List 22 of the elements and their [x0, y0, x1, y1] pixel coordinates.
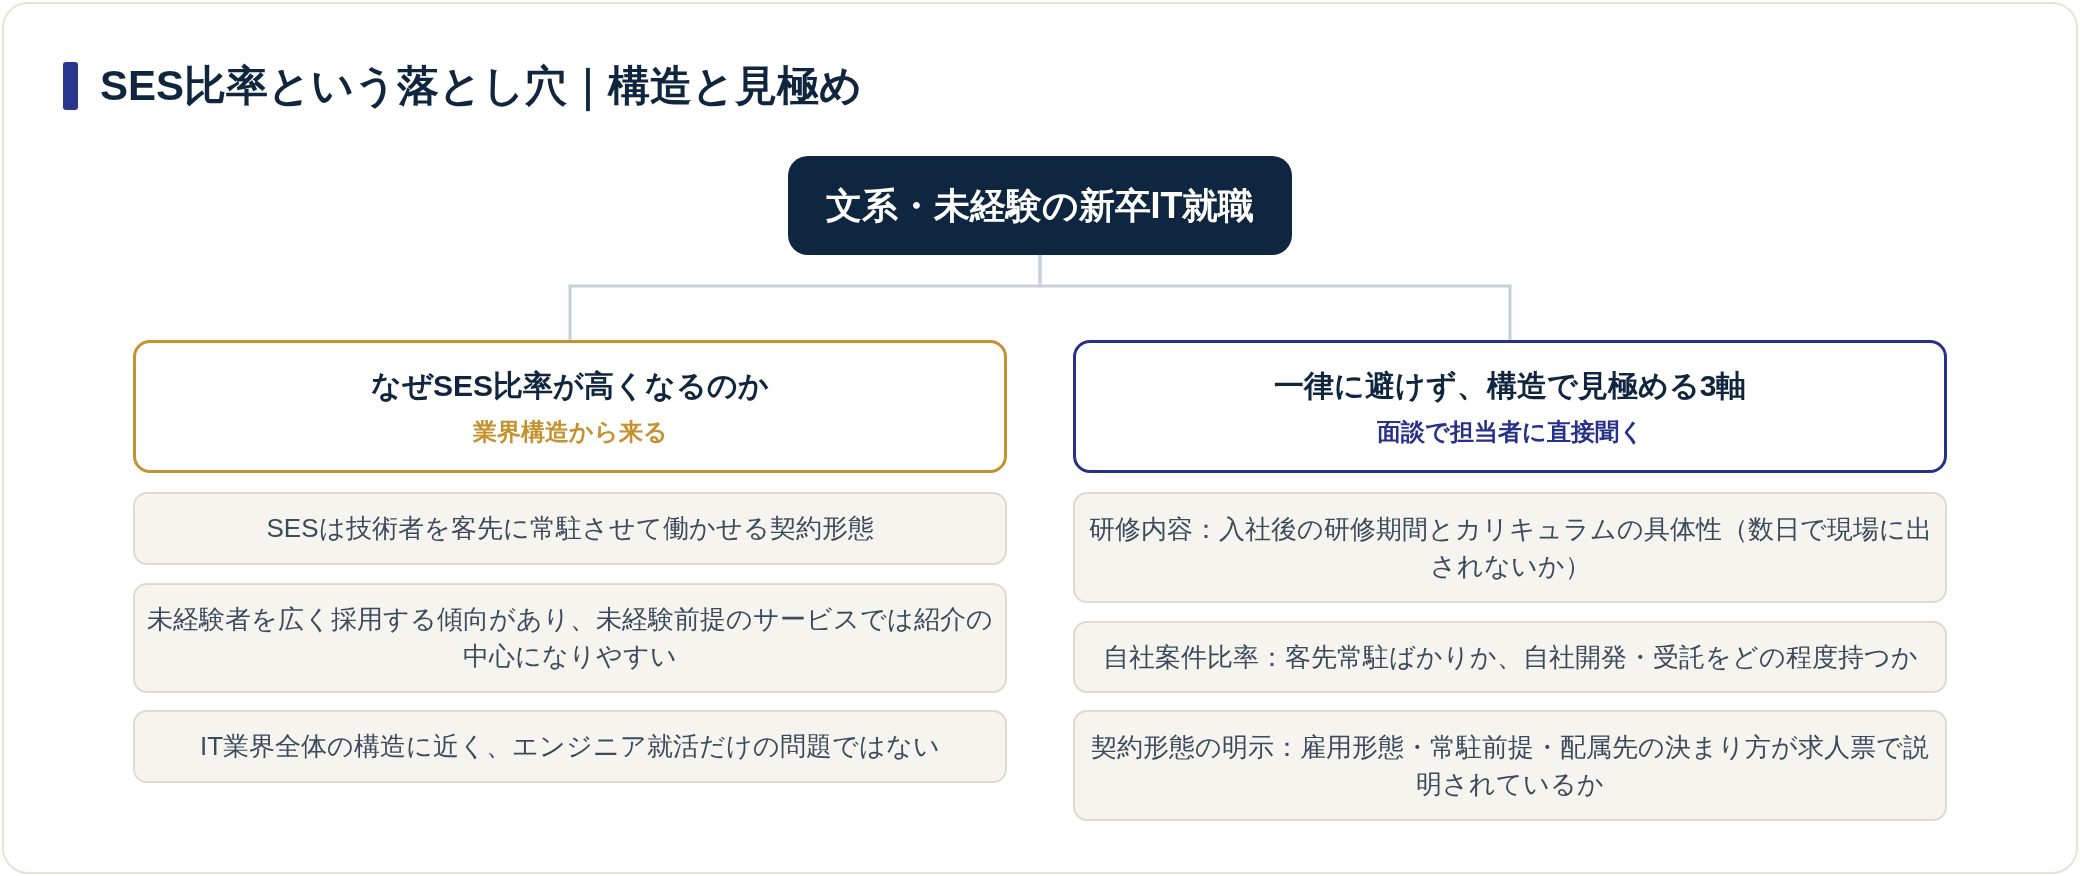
point-text: 契約形態の明示：雇用形態・常駐前提・配属先の決まり方が求人票で説明されているか — [1090, 730, 1930, 801]
point-text: SESは技術者を客先に常駐させて働かせる契約形態 — [265, 512, 875, 545]
category-heading: 一律に避けず、構造で見極める3軸 — [1273, 368, 1747, 405]
category-heading: なぜSES比率が高くなるのか — [371, 368, 769, 404]
category-subheading: 面談で担当者に直接聞く — [1376, 417, 1644, 447]
point-card — [1073, 710, 1947, 821]
point-card — [1073, 621, 1947, 693]
connector-line — [1038, 255, 1512, 340]
category-subheading: 業界構造から来る — [472, 417, 668, 447]
point-text: 未経験者を広く採用する傾向があり、未経験前提のサービスでは紹介の中心になりやすい — [146, 603, 994, 673]
topic-label: 文系・未経験の新卒IT就職 — [825, 183, 1255, 228]
point-text: IT業界全体の構造に近く、エンジニア就活だけの問題ではない — [198, 730, 942, 763]
topic-box — [788, 156, 1292, 255]
point-text: 自社案件比率：客先常駐ばかりか、自社開発・受託をどの程度持つか — [1101, 640, 1919, 674]
point-card — [133, 492, 1007, 565]
category-header-box — [1073, 340, 1947, 473]
point-text: 研修内容：入社後の研修期間とカリキュラムの具体性（数日で現場に出されないか） — [1087, 512, 1933, 583]
point-card — [133, 710, 1007, 783]
category-header-box — [133, 340, 1007, 473]
point-card — [1073, 492, 1947, 603]
diagram-title: SES比率という落とし穴｜構造と見極め — [100, 61, 863, 111]
point-card — [133, 583, 1007, 693]
